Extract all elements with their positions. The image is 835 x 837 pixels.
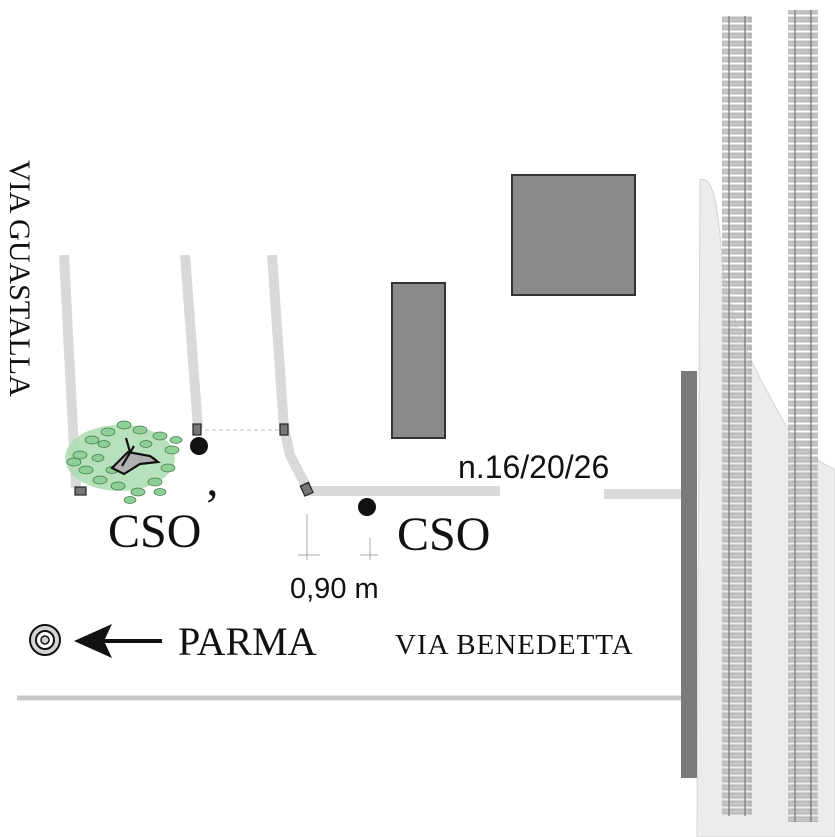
retaining-wall (681, 371, 697, 778)
railway-track-icon (788, 10, 818, 822)
building (511, 174, 636, 296)
distance-dimension (298, 514, 378, 560)
street-label-vertical: VIA GUASTALLA (3, 160, 36, 397)
house-numbers-label: n.16/20/26 (458, 449, 609, 485)
target-icon (29, 624, 61, 656)
street-label-horizontal: VIA BENEDETTA (395, 629, 634, 661)
arrow-left-icon (74, 624, 162, 658)
direction-label: PARMA (178, 619, 317, 664)
cso-prime-point[interactable] (190, 437, 208, 455)
cso-prime-label: CSO (108, 505, 201, 558)
shrub-icon (65, 420, 183, 504)
cso-point[interactable] (358, 498, 376, 516)
cso-prime-mark: ’ (204, 480, 220, 533)
manhole-markers (74, 423, 314, 497)
distance-label: 0,90 m (290, 573, 379, 605)
cso-label: CSO (397, 508, 490, 561)
railway-track-icon (722, 16, 752, 816)
sewer-lines (59, 254, 681, 499)
building (391, 282, 446, 439)
